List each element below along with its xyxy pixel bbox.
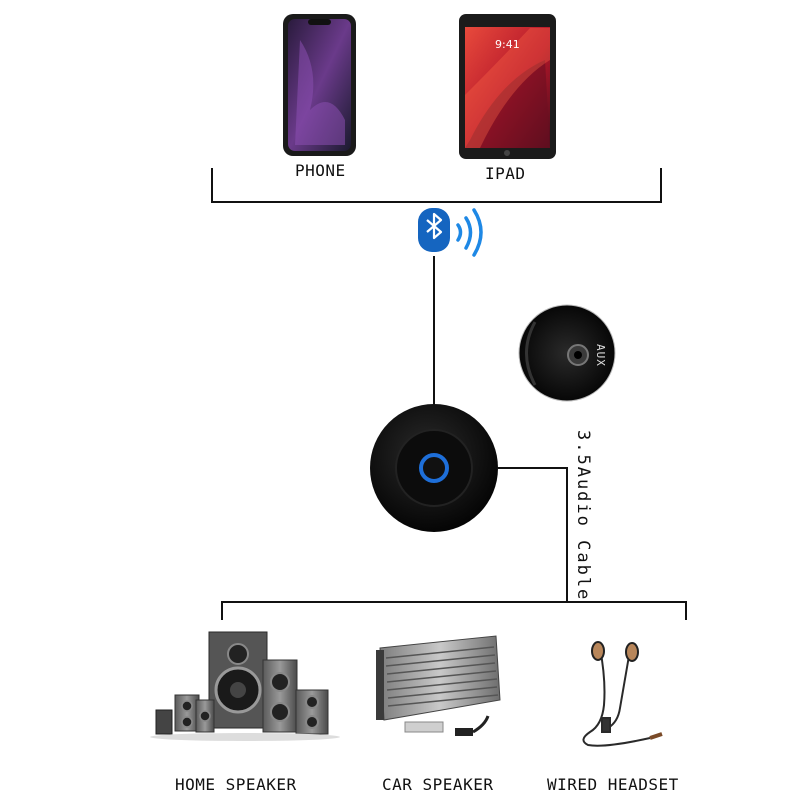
- outputs-bracket: [221, 601, 687, 620]
- speaker-system-icon: [150, 631, 340, 741]
- signal-waves-icon: [456, 208, 483, 257]
- sources-bracket: [211, 168, 662, 203]
- home-speaker-label: HOME SPEAKER: [175, 775, 297, 794]
- bluetooth-icon: [418, 208, 450, 252]
- phone-label: PHONE: [295, 161, 346, 180]
- ipad-label: IPAD: [485, 164, 526, 183]
- car-speaker-label: CAR SPEAKER: [382, 775, 494, 794]
- ipad-clock: 9:41: [495, 38, 520, 51]
- aux-port-icon: [518, 304, 616, 402]
- cable-label: 3.5Audio Cable: [573, 430, 593, 602]
- car-amplifier-icon: [376, 635, 501, 736]
- tablet-icon: [459, 14, 556, 159]
- wired-headset-label: WIRED HEADSET: [547, 775, 679, 794]
- phone-icon: [283, 14, 356, 156]
- receiver-device-icon: [370, 404, 498, 532]
- earphones-icon: [582, 641, 663, 747]
- audio-cable-line: [498, 467, 568, 602]
- aux-port-label: AUX: [594, 344, 607, 367]
